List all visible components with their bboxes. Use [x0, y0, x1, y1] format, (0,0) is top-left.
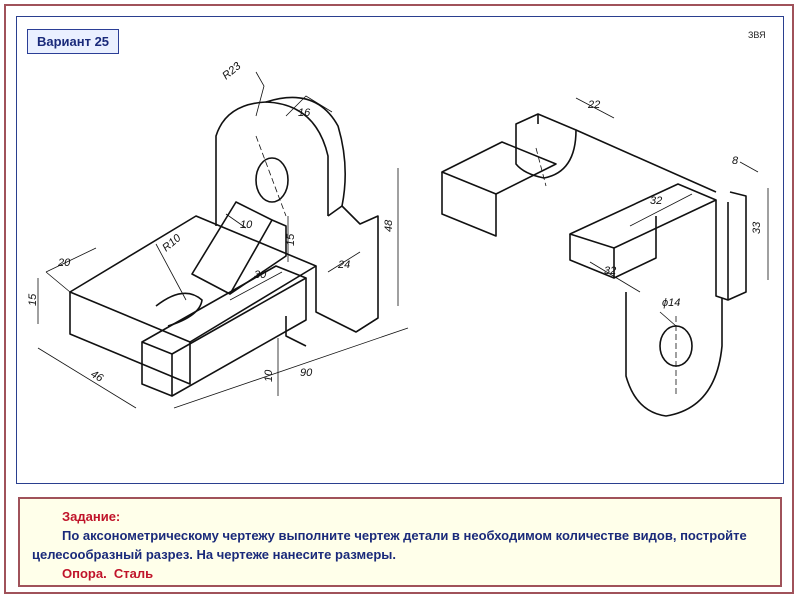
variant-badge: Вариант 25: [27, 29, 119, 54]
task-material-row: Опора. Сталь: [32, 564, 770, 583]
left-dimensions: [37, 71, 409, 409]
author-mark: ЗВЯ: [748, 30, 766, 40]
dim-phi14: ϕ14: [662, 297, 680, 309]
task-line-2: целесообразный разрез. На чертеже нанеси…: [32, 547, 396, 562]
dim-90: 90: [300, 367, 313, 379]
dim-r23: R23: [220, 60, 244, 83]
dim-24: 24: [337, 259, 350, 271]
dim-8: 8: [732, 155, 739, 167]
dim-22: 22: [587, 99, 600, 111]
dim-46: 46: [89, 368, 106, 385]
right-dimensions: [535, 97, 769, 396]
material-label: Сталь: [113, 566, 154, 581]
dim-15-left: 15: [27, 293, 39, 306]
task-line-1: По аксонометрическому чертежу выполните …: [62, 528, 747, 543]
dim-10-rib: 10: [240, 219, 253, 231]
isometric-drawing: R23 16 20 15 R10 10 15 30 48 24 46 10 90…: [27, 60, 769, 417]
dim-15-rib: 15: [285, 233, 297, 246]
dim-32-top: 32: [650, 195, 662, 207]
task-heading: Задание:: [62, 509, 121, 524]
right-part: [441, 113, 747, 417]
dim-30: 30: [254, 269, 267, 281]
outer-frame: [4, 4, 794, 594]
dim-16: 16: [298, 107, 311, 119]
left-part: [69, 96, 379, 397]
dim-32-bottom: 32: [604, 265, 616, 277]
dim-20: 20: [57, 257, 71, 269]
dim-10-base: 10: [263, 369, 275, 382]
dim-48: 48: [383, 219, 395, 232]
task-panel: Задание: По аксонометрическому чертежу в…: [18, 497, 782, 587]
dim-33: 33: [751, 221, 763, 234]
part-label: Опора.: [62, 566, 107, 581]
